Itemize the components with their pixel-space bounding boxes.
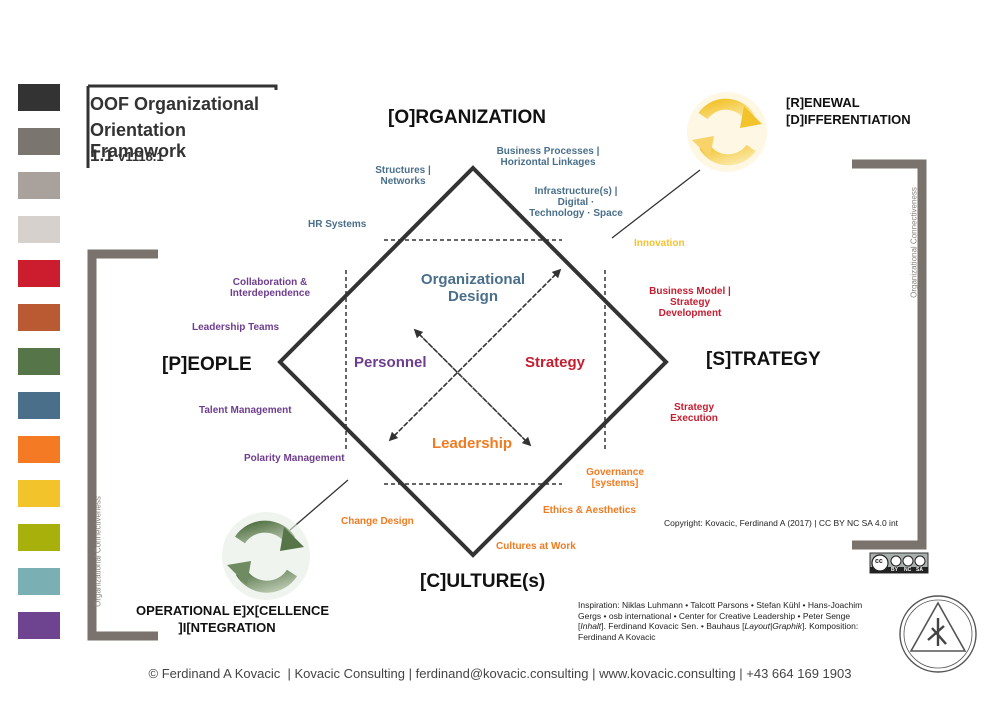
org-hr-systems: HR Systems	[308, 219, 367, 230]
excellence-connector	[289, 479, 349, 531]
strategy-execution: Strategy Execution	[670, 402, 718, 424]
renewal-connector	[611, 169, 701, 239]
cc-nc: NC	[904, 567, 912, 573]
renewal-cycle-icon	[687, 92, 767, 172]
strategy-innovation: Innovation	[634, 238, 685, 249]
cc-sa: SA	[916, 567, 923, 573]
palette-swatch	[18, 480, 60, 507]
pole-people: [P]EOPLE	[162, 354, 252, 375]
inspiration-line-1: Inspiration: Niklas Luhmann • Talcott Pa…	[578, 600, 863, 610]
pole-culture: [C]ULTURE(s)	[420, 571, 546, 592]
title-version: 1.1 v1118.1	[90, 146, 164, 166]
title-line-2: Orientation Framework	[90, 120, 187, 161]
left-bracket	[87, 249, 158, 641]
dashed-lines	[345, 239, 606, 485]
title-line-1: OOF Organizational	[90, 94, 260, 114]
renewal-heading: [R]ENEWAL [D]IFFERENTIATION	[786, 95, 911, 128]
org-structures: Structures | Networks	[375, 165, 431, 187]
excellence-line-1: OPERATIONAL E]X[CELLENCE	[136, 603, 330, 618]
inspiration-block: Inspiration: Niklas Luhmann • Talcott Pa…	[578, 600, 898, 643]
inspiration-line-2: Gergs • osb international • Center for C…	[578, 610, 851, 621]
culture-cultures-at-work: Cultures at Work	[496, 541, 576, 552]
pole-organization: [O]RGANIZATION	[388, 107, 546, 128]
version-major: 1.1	[90, 146, 114, 165]
palette-swatch	[18, 260, 60, 287]
inspiration-line-4: Ferdinand A Kovacic	[578, 631, 656, 642]
quadrant-strategy: Strategy	[525, 354, 586, 371]
strategy-business-model: Business Model | Strategy Development	[649, 286, 731, 319]
culture-ethics-aesthetics: Ethics & Aesthetics	[543, 505, 636, 516]
palette-swatch	[18, 436, 60, 463]
palette-swatch	[18, 304, 60, 331]
title-corner-frame	[86, 84, 278, 168]
palette-swatch	[18, 216, 60, 243]
culture-governance: Governance [systems]	[586, 467, 644, 489]
cc-by: BY	[891, 567, 898, 573]
palette-swatch	[18, 172, 60, 199]
org-infrastructure: Infrastructure(s) | Digital · Technology…	[529, 186, 623, 219]
cc-license-badge	[869, 552, 929, 574]
excellence-cycle-icon	[222, 512, 310, 600]
excellence-heading: OPERATIONAL E]X[CELLENCE ]I[NTEGRATION	[136, 603, 330, 636]
quadrant-organizational-design: Organizational Design	[420, 271, 526, 305]
palette-swatch	[18, 84, 60, 111]
footer-contact: © Ferdinand A Kovacic | Kovacic Consulti…	[148, 666, 852, 681]
cc-mark: cc	[875, 558, 883, 565]
version-minor: v1118.1	[118, 149, 164, 164]
main-diamond	[277, 165, 669, 558]
palette-swatch	[18, 524, 60, 551]
palette-swatch	[18, 612, 60, 639]
quadrant-leadership: Leadership	[432, 435, 513, 452]
left-bracket-label: Organizational Connectiveness	[93, 496, 103, 607]
renewal-line-2: [D]IFFERENTIATION	[786, 112, 911, 128]
title-block: OOF Organizational Orientation Framework…	[84, 84, 278, 170]
people-leadership-teams: Leadership Teams	[192, 322, 280, 333]
emblem-seal	[899, 595, 977, 673]
people-polarity-management: Polarity Management	[244, 453, 345, 464]
people-talent-management: Talent Management	[199, 405, 292, 416]
org-business-processes: Business Processes | Horizontal Linkages	[496, 146, 600, 168]
palette-swatch	[18, 392, 60, 419]
right-bracket-label: Organizational Connectiveness	[909, 187, 919, 298]
excellence-line-2: ]I[NTEGRATION	[178, 620, 276, 636]
copyright-text: Copyright: Kovacic, Ferdinand A (2017) |…	[664, 518, 899, 528]
quadrant-personnel: Personnel	[354, 354, 427, 371]
renewal-line-1: [R]ENEWAL	[786, 95, 860, 110]
palette-swatch	[18, 348, 60, 375]
palette-swatch	[18, 128, 60, 155]
right-bracket	[852, 159, 927, 550]
pole-strategy: [S]TRATEGY	[706, 349, 821, 370]
cc-badge-text: cc BY NC SA	[873, 556, 929, 574]
palette-swatch	[18, 568, 60, 595]
inspiration-line-3: [Inhalt]. Ferdinand Kovacic Sen. • Bauha…	[578, 621, 859, 632]
people-collaboration: Collaboration & Interdependence	[229, 277, 311, 299]
culture-change-design: Change Design	[341, 516, 414, 527]
